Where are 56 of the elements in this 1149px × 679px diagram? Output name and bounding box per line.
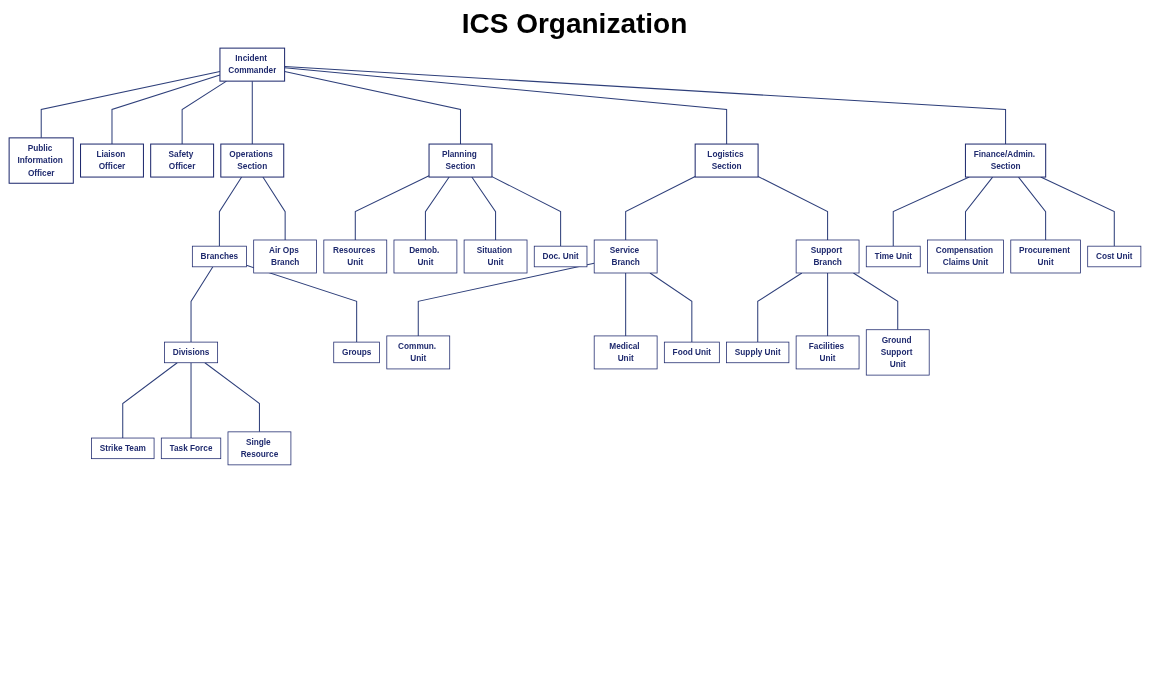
node-box: Single Resource — [227, 431, 291, 466]
node-box: Incident Commander — [218, 47, 285, 82]
connector — [826, 272, 828, 337]
node-box: Finance/Admin. Section — [964, 143, 1046, 178]
node-box: Safety Officer — [149, 143, 214, 178]
connector — [40, 71, 220, 139]
connector — [190, 266, 213, 343]
connector — [218, 176, 242, 247]
connector — [417, 262, 595, 337]
node-box: Procurement Unit — [1009, 239, 1081, 274]
node-box: Food Unit — [663, 341, 720, 364]
node-box: Divisions — [163, 341, 218, 364]
node-box: Operations Section — [219, 143, 284, 178]
node-box: Time Unit — [865, 245, 921, 268]
connector — [852, 272, 898, 331]
connector — [181, 80, 227, 145]
node-box: Ground Support Unit — [865, 329, 930, 376]
node-box: Resources Unit — [322, 239, 387, 274]
node-box: Branches — [191, 245, 247, 268]
connector — [245, 264, 357, 343]
connector — [251, 80, 253, 145]
node-box: Facilities Unit — [795, 335, 859, 370]
connector — [424, 176, 450, 241]
node-box: Cost Unit — [1086, 245, 1141, 268]
node-box: Strike Team — [90, 437, 154, 460]
connector — [261, 176, 286, 241]
connector — [203, 362, 260, 433]
diagram-title: ICS Organization — [460, 8, 689, 40]
node-box: Liaison Officer — [79, 143, 144, 178]
connector — [1017, 176, 1046, 241]
connector — [756, 272, 802, 343]
node-box: Situation Unit — [463, 239, 527, 274]
node-box: Logistics Section — [694, 143, 759, 178]
node-box: Doc. Unit — [533, 245, 587, 268]
connector — [649, 272, 692, 343]
node-box: Supply Unit — [725, 341, 789, 364]
connector — [757, 175, 828, 241]
node-box: Public Information Officer — [8, 137, 74, 184]
node-box: Service Branch — [593, 239, 657, 274]
node-box: Commun. Unit — [385, 335, 450, 370]
connector — [624, 175, 696, 241]
connector — [470, 176, 496, 241]
connector — [624, 272, 626, 337]
node-box: Planning Section — [428, 143, 492, 178]
node-box: Support Branch — [795, 239, 859, 274]
node-box: Medical Unit — [593, 335, 657, 370]
connector — [121, 362, 178, 439]
connector — [490, 176, 561, 247]
connector — [190, 362, 192, 439]
connector — [110, 74, 220, 145]
node-box: Groups — [332, 341, 380, 364]
node-box: Task Force — [160, 437, 221, 460]
node-box: Compensation Claims Unit — [926, 239, 1004, 274]
node-box: Demob. Unit — [393, 239, 457, 274]
connector — [964, 176, 993, 241]
node-box: Air Ops Branch — [252, 239, 317, 274]
